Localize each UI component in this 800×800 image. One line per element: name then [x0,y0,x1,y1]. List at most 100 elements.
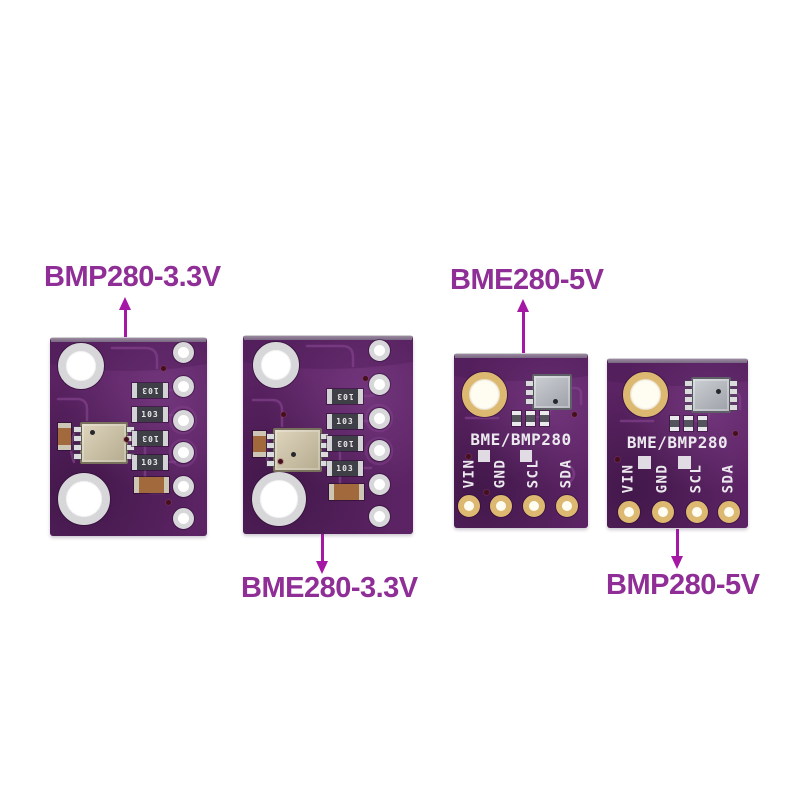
chip-pin [526,381,533,386]
arrow-up-icon [517,299,530,353]
silkscreen-part-text: BME/BMP280 [626,433,729,452]
pin-hole [686,501,708,523]
chip-pin [321,452,328,457]
via [733,431,738,436]
label-bmp280-5v: BMP280-5V [606,569,760,601]
chip-pin [730,389,737,394]
arrowhead-icon [517,299,529,312]
via [572,412,577,417]
via [363,376,368,381]
via [161,366,166,371]
chip-pin [321,443,328,448]
chip-pin [74,445,81,450]
pin-hole [369,440,390,461]
smd-resistor: 103 [327,461,363,476]
arrow-up-icon [119,297,132,342]
mounting-hole [623,372,668,417]
pin-hole [173,376,194,397]
mounting-hole [58,343,104,389]
smd-resistor: 103 [132,383,168,398]
resistor-marking: 103 [141,434,159,443]
via [466,454,471,459]
chip-pin [127,436,134,441]
via [166,500,171,505]
silkscreen-square [638,456,651,469]
pin-label-sda: SDA [720,463,737,494]
board-bmp280-3v3: 103 103 103 103 [50,337,207,536]
pin-label-scl: SCL [525,458,542,489]
chip-pin [267,461,274,466]
mounting-hole [252,472,306,526]
resistor-marking: 103 [336,392,354,401]
smd-resistor: 103 [132,455,168,470]
pin-hole [369,374,390,395]
bme280-sensor-chip [526,374,572,410]
chip-pin [127,427,134,432]
pin-hole [173,476,194,497]
chip-pin [127,454,134,459]
arrow-shaft [321,534,324,563]
chip-pin [321,461,328,466]
pin-hole [369,340,390,361]
label-bme280-5v: BME280-5V [450,264,604,296]
arrow-down-icon [316,534,329,574]
pin-label-sda: SDA [558,458,575,489]
label-bme280-3v3: BME280-3.3V [241,572,418,604]
pin-label-vin: VIN [620,463,637,494]
chip-pin [526,399,533,404]
sensor-vent-hole [291,452,296,457]
pin-hole [718,501,740,523]
pin-hole [369,408,390,429]
chip-pin [685,389,692,394]
chip-pin [267,434,274,439]
smd-resistor: 103 [327,414,363,429]
pin-hole [458,495,480,517]
resistor-marking: 103 [336,464,354,473]
chip-pin [730,405,737,410]
chip-pin [74,427,81,432]
pin-hole [652,501,674,523]
pin-hole [556,495,578,517]
arrow-shaft [522,310,525,353]
pin-label-gnd: GND [492,458,509,489]
silkscreen-square [678,456,691,469]
pin-hole [490,495,512,517]
pin-label-gnd: GND [654,463,671,494]
arrowhead-icon [671,556,683,569]
mounting-hole [253,342,299,388]
pin-hole [618,501,640,523]
bmp280-sensor-chip [685,377,737,413]
via [484,490,489,495]
sensor-vent-hole [90,430,95,435]
arrow-down-icon [671,529,684,569]
smd-resistor: 103 [327,389,363,404]
label-bmp280-3v3: BMP280-3.3V [44,261,221,293]
smd-capacitor [134,477,169,493]
smd-component [698,416,707,431]
chip-pin [685,405,692,410]
via [615,457,620,462]
silkscreen-square [520,450,532,462]
bme280-sensor-chip [267,428,328,472]
chip-pin [685,381,692,386]
arrowhead-icon [316,561,328,574]
smd-resistor: 103 [132,407,168,422]
arrowhead-icon [119,297,131,310]
mounting-hole [462,372,507,417]
sensor-vent-hole [716,389,721,394]
smd-resistor: 103 [327,436,363,451]
resistor-marking: 103 [336,439,354,448]
chip-pin [526,390,533,395]
pin-hole [173,508,194,529]
resistor-marking: 103 [141,386,159,395]
smd-component [684,416,693,431]
via [278,459,283,464]
chip-pin [74,454,81,459]
arrow-shaft [676,529,679,558]
arrow-shaft [124,308,127,342]
resistor-marking: 103 [141,410,159,419]
pin-hole [173,342,194,363]
chip-pin [74,436,81,441]
via [281,412,286,417]
